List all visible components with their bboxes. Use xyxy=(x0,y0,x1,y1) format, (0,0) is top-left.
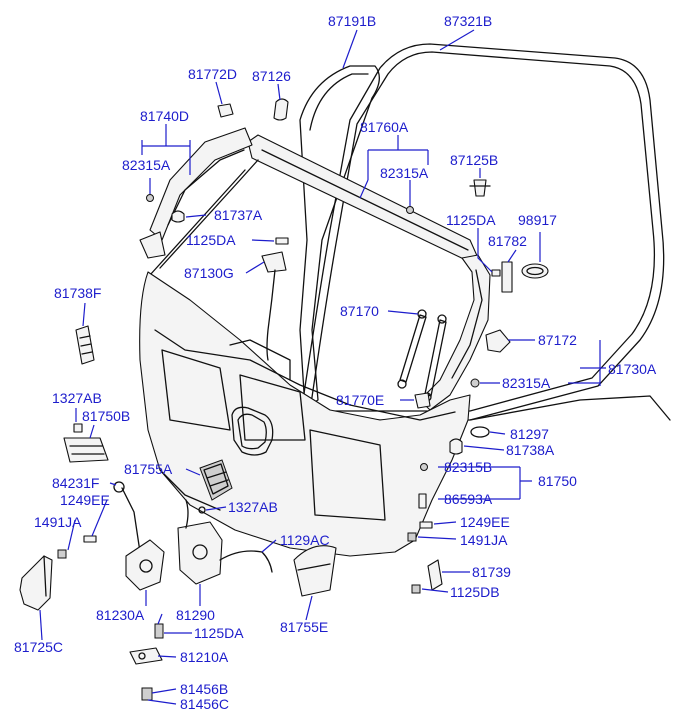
upper-trim-81760A xyxy=(247,134,491,411)
leader-lines xyxy=(39,29,606,705)
label-87125B: 87125B xyxy=(450,152,498,168)
label-81740D: 81740D xyxy=(140,108,189,124)
label-1327AB-mid: 1327AB xyxy=(228,499,278,515)
label-81770E: 81770E xyxy=(336,392,384,408)
label-81755A: 81755A xyxy=(124,461,173,477)
part-labels: 87191B 87321B 81772D 87126 81740D 82315A… xyxy=(14,13,657,712)
label-87130G: 87130G xyxy=(184,265,234,281)
label-82315B: 82315B xyxy=(444,459,492,475)
label-87170: 87170 xyxy=(340,303,379,319)
service-hole xyxy=(231,406,274,456)
label-1327AB-left: 1327AB xyxy=(52,390,102,406)
label-82315A-trim: 82315A xyxy=(380,165,429,181)
label-81725C: 81725C xyxy=(14,639,63,655)
label-86593A: 86593A xyxy=(444,491,493,507)
label-1249EE-right: 1249EE xyxy=(460,514,510,530)
label-81739: 81739 xyxy=(472,564,511,580)
label-81738F: 81738F xyxy=(54,285,101,301)
label-81772D: 81772D xyxy=(188,66,237,82)
label-81730A: 81730A xyxy=(608,361,657,377)
label-81456C: 81456C xyxy=(180,696,229,712)
label-1125DA-right: 1125DA xyxy=(446,212,496,228)
label-1249EE-left: 1249EE xyxy=(60,492,110,508)
label-81456B: 81456B xyxy=(180,681,228,697)
label-87191B: 87191B xyxy=(328,13,376,29)
weatherstrip-87191B xyxy=(299,65,380,409)
label-81755E: 81755E xyxy=(280,619,328,635)
label-81290: 81290 xyxy=(176,607,215,623)
label-81750B: 81750B xyxy=(82,408,130,424)
label-1491JA-right: 1491JA xyxy=(460,532,508,548)
label-87172: 87172 xyxy=(538,332,577,348)
label-81760A: 81760A xyxy=(360,119,409,135)
label-82315A-right: 82315A xyxy=(502,375,551,391)
glass-frame xyxy=(149,159,259,276)
label-81210A: 81210A xyxy=(180,649,229,665)
label-1491JA-left: 1491JA xyxy=(34,514,82,530)
label-81782: 81782 xyxy=(488,233,527,249)
label-84231F: 84231F xyxy=(52,475,99,491)
label-81738A: 81738A xyxy=(506,442,555,458)
label-98917: 98917 xyxy=(518,212,557,228)
label-81750: 81750 xyxy=(538,473,577,489)
label-82315A-left: 82315A xyxy=(122,157,171,173)
side-trim-81740D xyxy=(139,127,253,259)
cover-81755A xyxy=(199,459,233,501)
label-1125DA-bottom: 1125DA xyxy=(194,625,244,641)
label-87126: 87126 xyxy=(252,68,291,84)
label-81737A: 81737A xyxy=(214,207,263,223)
label-1129AC: 1129AC xyxy=(280,532,330,548)
label-1125DA-top: 1125DA xyxy=(186,232,236,248)
label-81230A: 81230A xyxy=(96,607,145,623)
label-81297: 81297 xyxy=(510,426,549,442)
label-87321B: 87321B xyxy=(444,13,492,29)
small-hardware xyxy=(19,98,549,701)
weatherstrip-87321B xyxy=(299,43,671,421)
label-1125DB: 1125DB xyxy=(450,584,500,600)
